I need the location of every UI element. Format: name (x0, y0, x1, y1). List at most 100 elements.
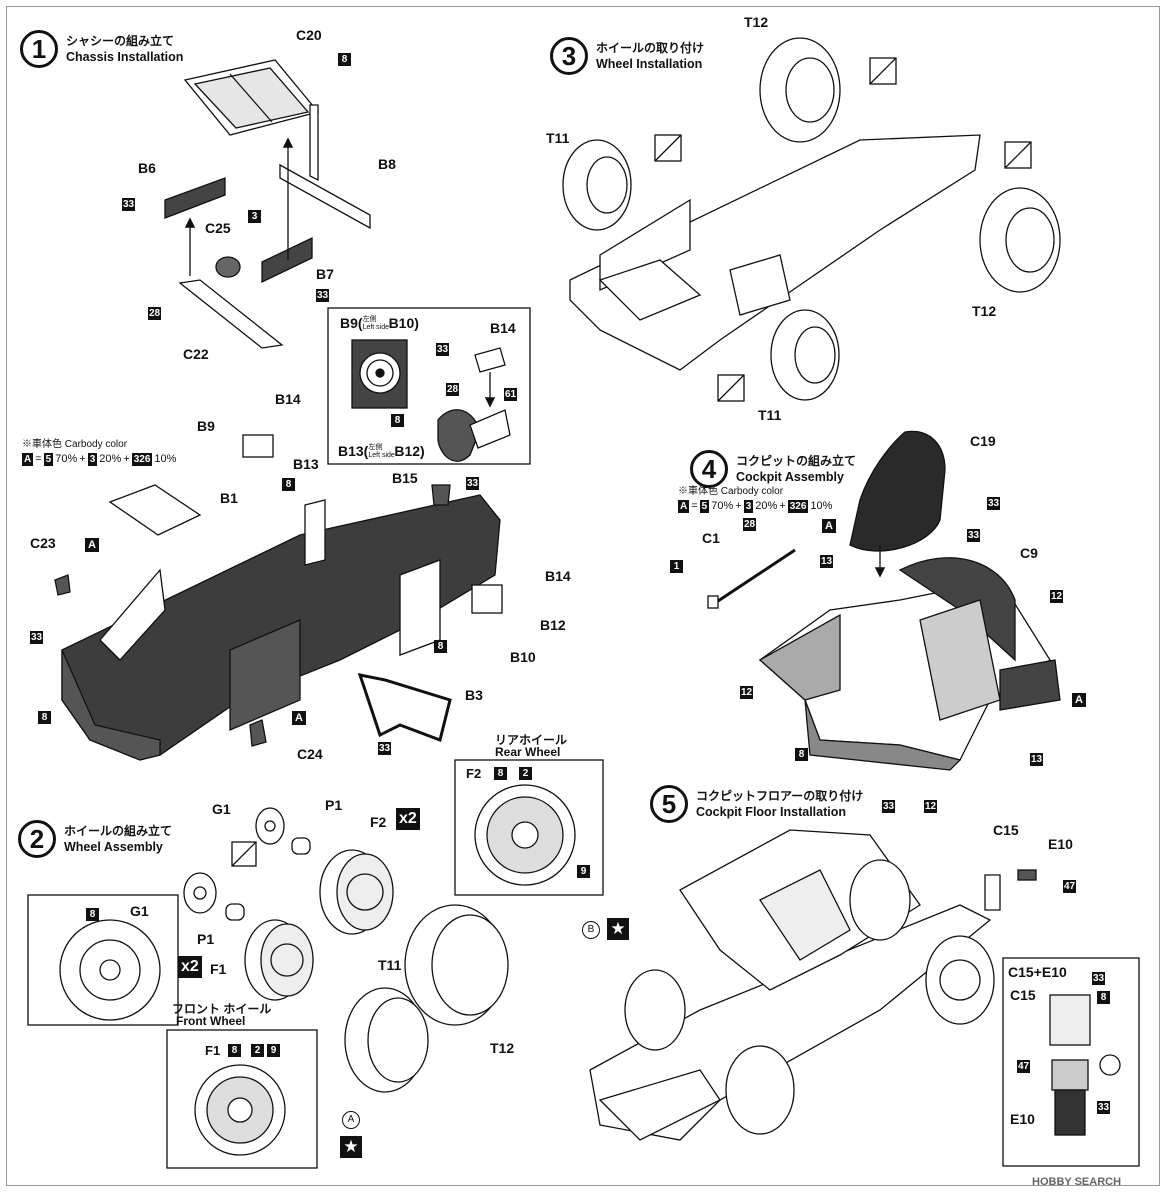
label-t11-left: T11 (546, 130, 570, 146)
front-wheel-en: Front Wheel (176, 1014, 246, 1028)
circled-b-marker: B (582, 921, 600, 939)
step5-wheels (624, 859, 995, 1135)
star-badge: ★ (340, 1136, 362, 1158)
code-2: 2 (519, 767, 532, 780)
label-b8: B8 (378, 156, 396, 172)
plus-sign: + (123, 453, 130, 465)
label-p1-top: P1 (325, 797, 343, 813)
label-e10-top: E10 (1048, 836, 1073, 852)
part-c23 (54, 574, 71, 596)
label-f2: F2 (370, 814, 387, 830)
color-pct-3: 10% (154, 453, 177, 465)
step4-cockpit-tub (758, 557, 1061, 771)
color-pct-2: 20% (755, 500, 778, 512)
color-letter-a: A (678, 499, 690, 513)
color-a-badge: A (1072, 693, 1086, 707)
part-e10-small (1017, 869, 1037, 881)
code-33: 33 (378, 742, 392, 755)
label-t12: T12 (490, 1040, 515, 1056)
code-33: 33 (466, 477, 480, 490)
left-side-en: Left side (368, 452, 395, 460)
plus-sign: + (79, 453, 86, 465)
part-b8 (279, 104, 371, 230)
label-c23: C23 (30, 535, 56, 551)
label-g1-detail: G1 (130, 903, 149, 919)
code-33: 33 (882, 800, 896, 813)
code-8: 8 (228, 1044, 241, 1057)
code-9: 9 (267, 1044, 280, 1057)
label-b13-main: B13 (293, 456, 319, 472)
color-code-326: 326 (131, 452, 153, 466)
part-b3 (357, 673, 452, 742)
code-13: 13 (1030, 753, 1044, 766)
label-b12-right: B12 (540, 617, 566, 633)
label-t12-top: T12 (744, 14, 769, 30)
plus-sign: + (779, 500, 786, 512)
part-b7 (261, 236, 313, 284)
label-b9-main: B9 (197, 418, 215, 434)
code-8: 8 (795, 748, 808, 761)
tire-t12-right (979, 187, 1061, 293)
color-a-badge: A (822, 519, 836, 533)
label-c15-top: C15 (993, 822, 1019, 838)
code-8: 8 (338, 53, 351, 66)
code-9: 9 (577, 865, 590, 878)
label-b10-text: B10) (388, 315, 419, 331)
part-b15 (431, 484, 451, 506)
label-c25: C25 (205, 220, 231, 236)
carbody-color-en: Carbody color (720, 486, 784, 497)
color-a-badge: A (292, 711, 306, 725)
code-47: 47 (1063, 880, 1077, 893)
color-code-5: 5 (43, 452, 54, 466)
color-letter-a: A (22, 452, 34, 466)
code-33: 33 (1097, 1101, 1111, 1114)
tire-t11-left (562, 139, 632, 231)
code-8: 8 (494, 767, 507, 780)
code-12: 12 (1050, 590, 1064, 603)
color-code-3: 3 (87, 452, 98, 466)
code-8: 8 (38, 711, 51, 724)
label-b6: B6 (138, 160, 156, 176)
code-12: 12 (924, 800, 938, 813)
label-b15: B15 (392, 470, 418, 486)
color-pct-2: 20% (99, 453, 122, 465)
label-c22: C22 (183, 346, 209, 362)
step-3-title-en: Wheel Installation (596, 57, 703, 71)
equals-sign: = (35, 453, 42, 465)
plus-sign: + (735, 500, 742, 512)
color-pct-1: 70% (55, 453, 78, 465)
label-p1-bottom: P1 (197, 931, 215, 947)
code-33: 33 (122, 198, 136, 211)
part-b6 (164, 177, 226, 219)
color-pct-1: 70% (711, 500, 734, 512)
rear-wheel-jp: リアホイール (495, 733, 568, 747)
code-3: 3 (248, 210, 261, 223)
step-3-number: 3 (550, 37, 588, 75)
carbody-color-en: Carbody color (64, 439, 128, 450)
circled-a-marker: A (342, 1111, 360, 1129)
code-33: 33 (316, 289, 330, 302)
front-wheel-jp: フロント ホイール (172, 1002, 272, 1016)
label-f1: F1 (210, 961, 227, 977)
part-c20 (183, 59, 320, 136)
label-c20: C20 (296, 27, 322, 43)
code-33: 33 (987, 497, 1001, 510)
star-badge: ★ (607, 918, 629, 940)
step-2-title-jp: ホイールの組み立て (64, 824, 173, 838)
tire-t12-exploded (404, 904, 509, 1026)
label-b10-right: B10 (510, 649, 536, 665)
label-b1: B1 (220, 490, 238, 506)
label-c15-e10: C15+E10 (1008, 964, 1067, 980)
label-b3: B3 (465, 687, 483, 703)
wheel-rear-exploded (319, 849, 394, 935)
label-b14-main: B14 (275, 391, 301, 407)
label-b7: B7 (316, 266, 334, 282)
label-f1-detail: F1 (205, 1043, 221, 1058)
